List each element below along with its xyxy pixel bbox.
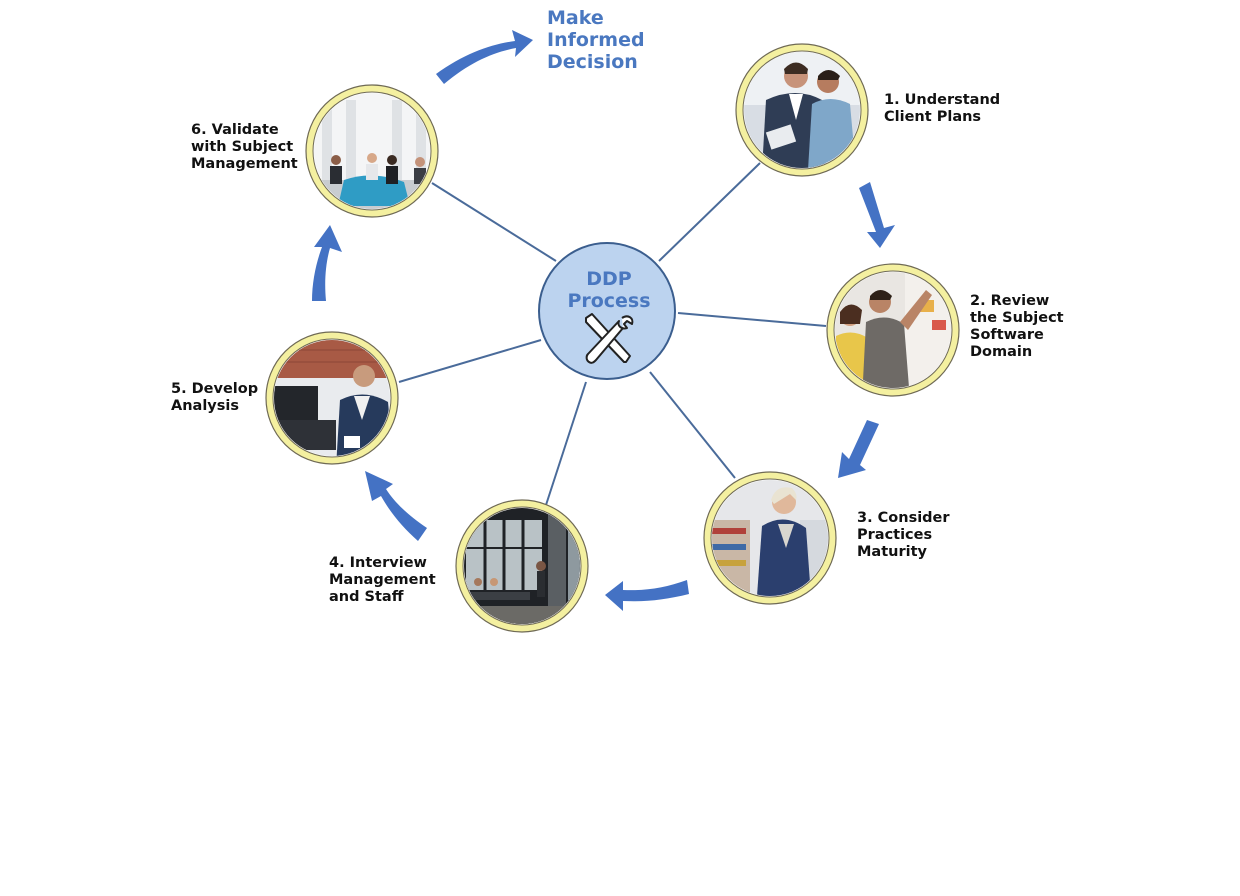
- spoke-step-2: [677, 312, 827, 327]
- spoke-step-1: [658, 162, 761, 262]
- arrow-step1-to-step2: [859, 182, 895, 248]
- goal-make-informed-decision: Make Informed Decision: [547, 7, 645, 73]
- arrow-to-decision: [436, 30, 533, 84]
- step-1-photo: [735, 43, 869, 177]
- spoke-step-5: [398, 339, 542, 383]
- step-5-photo: [265, 331, 399, 465]
- step-3-label: 3. Consider Practices Maturity: [857, 510, 950, 560]
- step-3-photo: [703, 471, 837, 605]
- step-5-label: 5. Develop Analysis: [171, 381, 259, 414]
- step-4-photo: [455, 499, 589, 633]
- flow-arrows: [312, 30, 895, 611]
- step-2-photo: [826, 263, 960, 397]
- spokes: [398, 162, 827, 506]
- arrow-step3-to-step4: [605, 580, 689, 611]
- step-4-label: 4. Interview Management and Staff: [329, 555, 436, 605]
- spoke-step-3: [649, 371, 736, 479]
- arrow-step4-to-step5: [365, 471, 427, 541]
- arrow-step5-to-step6: [312, 225, 342, 301]
- spoke-step-4: [545, 381, 587, 506]
- step-1-label: 1. Understand Client Plans: [884, 92, 1001, 125]
- step-2-label: 2. Review the Subject Software Domain: [970, 293, 1064, 360]
- hub-title: DDP Process: [567, 268, 651, 312]
- arrow-step2-to-step3: [838, 420, 879, 478]
- step-6-photo: [305, 84, 439, 218]
- wrench-screwdriver-icon: [585, 313, 634, 364]
- ddp-process-hub: DDP Process: [538, 242, 676, 380]
- spoke-step-6: [431, 182, 557, 262]
- step-6-label: 6. Validate with Subject Management: [191, 122, 298, 172]
